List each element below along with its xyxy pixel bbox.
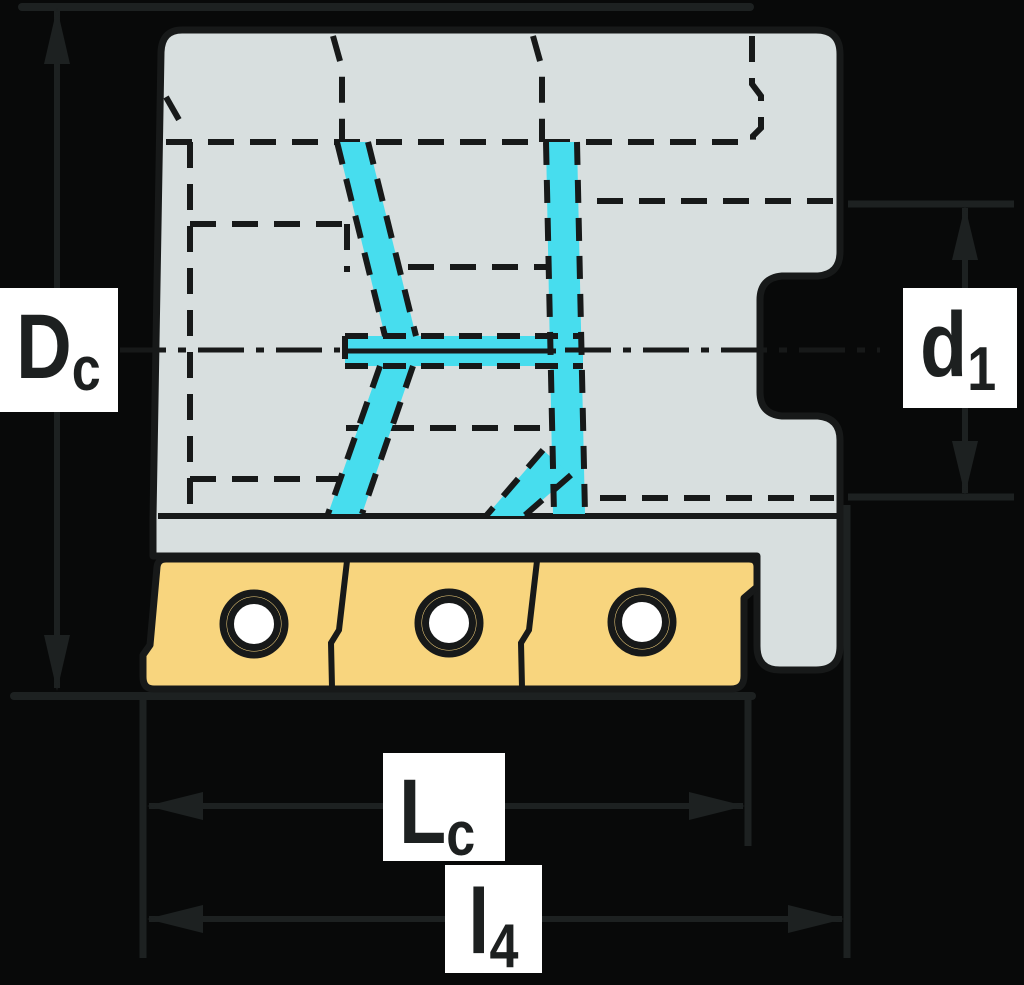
channel-edge-4 — [574, 141, 588, 515]
hidden-line-v4 — [530, 35, 545, 142]
channel-edge-3 — [543, 141, 557, 515]
d1-arrow-down — [952, 441, 978, 495]
labels: Dc d1 Lc l4 — [0, 288, 1017, 981]
d1-label-box — [903, 288, 1017, 408]
coolant-channel-lower-right — [486, 450, 571, 516]
l4-arrow-left — [147, 905, 203, 933]
channel-edge-2 — [365, 141, 419, 337]
coolant-channel-lower-left — [328, 366, 413, 514]
coolant-channels — [325, 141, 588, 519]
insert-row — [139, 555, 761, 693]
hole-outer-ring — [219, 589, 289, 659]
insert-hole-1 — [219, 589, 289, 659]
d1-arrow-up — [952, 206, 978, 260]
channel-edge-1 — [334, 141, 388, 337]
lc-label: Lc — [399, 761, 475, 869]
hole-bore — [615, 595, 669, 649]
hidden-lines — [163, 35, 837, 514]
dimension-d1 — [848, 200, 1014, 501]
lc-arrow-right — [689, 792, 745, 820]
d1-label: d1 — [920, 294, 996, 404]
insert-divider-1 — [327, 560, 350, 688]
l4-label: l4 — [468, 871, 519, 981]
l4-arrow-right — [788, 905, 844, 933]
hidden-line-slant — [163, 95, 189, 134]
dc-label-box — [0, 288, 118, 412]
hole-outer-ring — [607, 587, 677, 657]
dc-arrow-up — [44, 8, 70, 64]
coolant-channel-right — [546, 142, 585, 514]
hole-bore — [422, 596, 476, 650]
hole-bore — [227, 597, 281, 651]
hole-outer-ring — [414, 588, 484, 658]
channel-edge-11 — [522, 472, 573, 519]
channel-edge-8 — [325, 365, 383, 515]
insert-divider-2 — [517, 560, 540, 688]
hidden-line-v5 — [749, 36, 764, 142]
dc-label: Dc — [16, 296, 101, 404]
insert-hole-3 — [607, 587, 677, 657]
lc-arrow-left — [147, 792, 203, 820]
lc-label-box — [383, 753, 505, 861]
channel-edge-10 — [483, 448, 546, 518]
hidden-line-v3 — [330, 35, 345, 142]
centerline — [120, 347, 880, 354]
cutter-body-group — [120, 26, 880, 674]
insert-hole-2 — [414, 588, 484, 658]
l4-label-box — [445, 865, 542, 973]
dc-arrow-down — [44, 635, 70, 691]
coolant-channel-upper-left — [337, 142, 416, 336]
channel-edge-9 — [359, 365, 416, 515]
